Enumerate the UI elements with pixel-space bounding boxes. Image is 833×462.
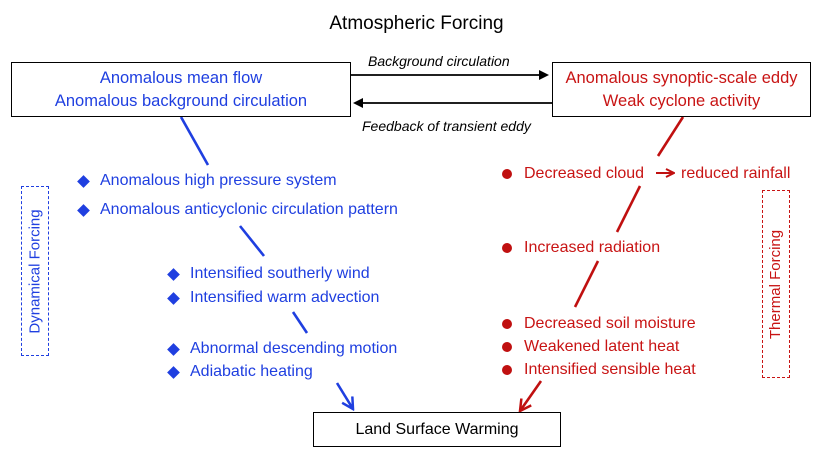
thermal-forcing-label: Thermal Forcing xyxy=(762,190,790,378)
diagram-title: Atmospheric Forcing xyxy=(329,13,504,34)
diamond-bullet-icon xyxy=(167,267,180,281)
synoptic-eddy-line2: Weak cyclone activity xyxy=(602,91,761,110)
thermal-item-text: Increased radiation xyxy=(524,239,661,256)
dynamical-item-text: Anomalous anticyclonic circulation patte… xyxy=(100,201,398,218)
mean-flow-box: Anomalous mean flow Anomalous background… xyxy=(11,62,351,117)
dynamical-item: Anomalous high pressure system xyxy=(77,172,337,190)
red-path-segment-3 xyxy=(573,260,600,308)
mean-flow-line1: Anomalous mean flow xyxy=(99,68,263,87)
thermal-item: Decreased cloud xyxy=(502,165,644,183)
land-surface-warming-text: Land Surface Warming xyxy=(355,421,519,438)
thermal-item-text: Weakened latent heat xyxy=(524,338,680,355)
blue-path-segment-1 xyxy=(179,116,210,166)
dynamical-item-text: Abnormal descending motion xyxy=(190,340,398,357)
diamond-bullet-icon xyxy=(77,174,90,188)
dynamical-item: Intensified southerly wind xyxy=(167,265,370,283)
dynamical-item-text: Adiabatic heating xyxy=(190,363,313,380)
dynamical-item-text: Anomalous high pressure system xyxy=(100,172,337,189)
dynamical-item: Abnormal descending motion xyxy=(167,340,398,358)
synoptic-eddy-line1: Anomalous synoptic-scale eddy xyxy=(565,68,798,87)
dynamical-item: Intensified warm advection xyxy=(167,289,380,307)
red-path-segment-2 xyxy=(615,185,642,233)
dynamical-forcing-text: Dynamical Forcing xyxy=(26,208,44,334)
diamond-bullet-icon xyxy=(167,342,180,356)
thermal-forcing-text: Thermal Forcing xyxy=(767,229,785,339)
dot-bullet-icon xyxy=(502,342,512,352)
reduced-rainfall-text: reduced rainfall xyxy=(681,165,791,182)
dot-bullet-icon xyxy=(502,243,512,253)
thermal-item: Increased radiation xyxy=(502,239,660,257)
thermal-item-text: Intensified sensible heat xyxy=(524,361,696,378)
synoptic-eddy-box: Anomalous synoptic-scale eddy Weak cyclo… xyxy=(552,62,811,117)
thermal-item: Weakened latent heat xyxy=(502,338,679,356)
red-path-arrow xyxy=(520,380,543,411)
land-surface-warming-box: Land Surface Warming xyxy=(313,412,561,447)
diamond-bullet-icon xyxy=(167,291,180,305)
red-path-segment-1 xyxy=(656,116,685,157)
thermal-item-text: Decreased soil moisture xyxy=(524,315,696,332)
thermal-item-text: Decreased cloud xyxy=(524,165,645,182)
dynamical-item: Anomalous anticyclonic circulation patte… xyxy=(77,201,398,219)
diamond-bullet-icon xyxy=(167,365,180,379)
dot-bullet-icon xyxy=(502,365,512,375)
diamond-bullet-icon xyxy=(77,203,90,217)
thermal-item: Decreased soil moisture xyxy=(502,315,696,333)
dot-bullet-icon xyxy=(502,169,512,179)
blue-path-segment-3 xyxy=(291,311,309,334)
dynamical-forcing-label: Dynamical Forcing xyxy=(21,186,49,356)
mean-flow-line2: Anomalous background circulation xyxy=(54,91,308,110)
blue-path-arrow xyxy=(335,382,353,409)
dot-bullet-icon xyxy=(502,319,512,329)
feedback-transient-eddy-label: Feedback of transient eddy xyxy=(362,118,531,134)
dynamical-item-text: Intensified warm advection xyxy=(190,289,380,306)
thermal-item: Intensified sensible heat xyxy=(502,361,696,379)
blue-path-segment-2 xyxy=(238,225,266,257)
background-circulation-label: Background circulation xyxy=(368,53,510,69)
dynamical-item: Adiabatic heating xyxy=(167,363,313,381)
dynamical-item-text: Intensified southerly wind xyxy=(190,265,370,282)
